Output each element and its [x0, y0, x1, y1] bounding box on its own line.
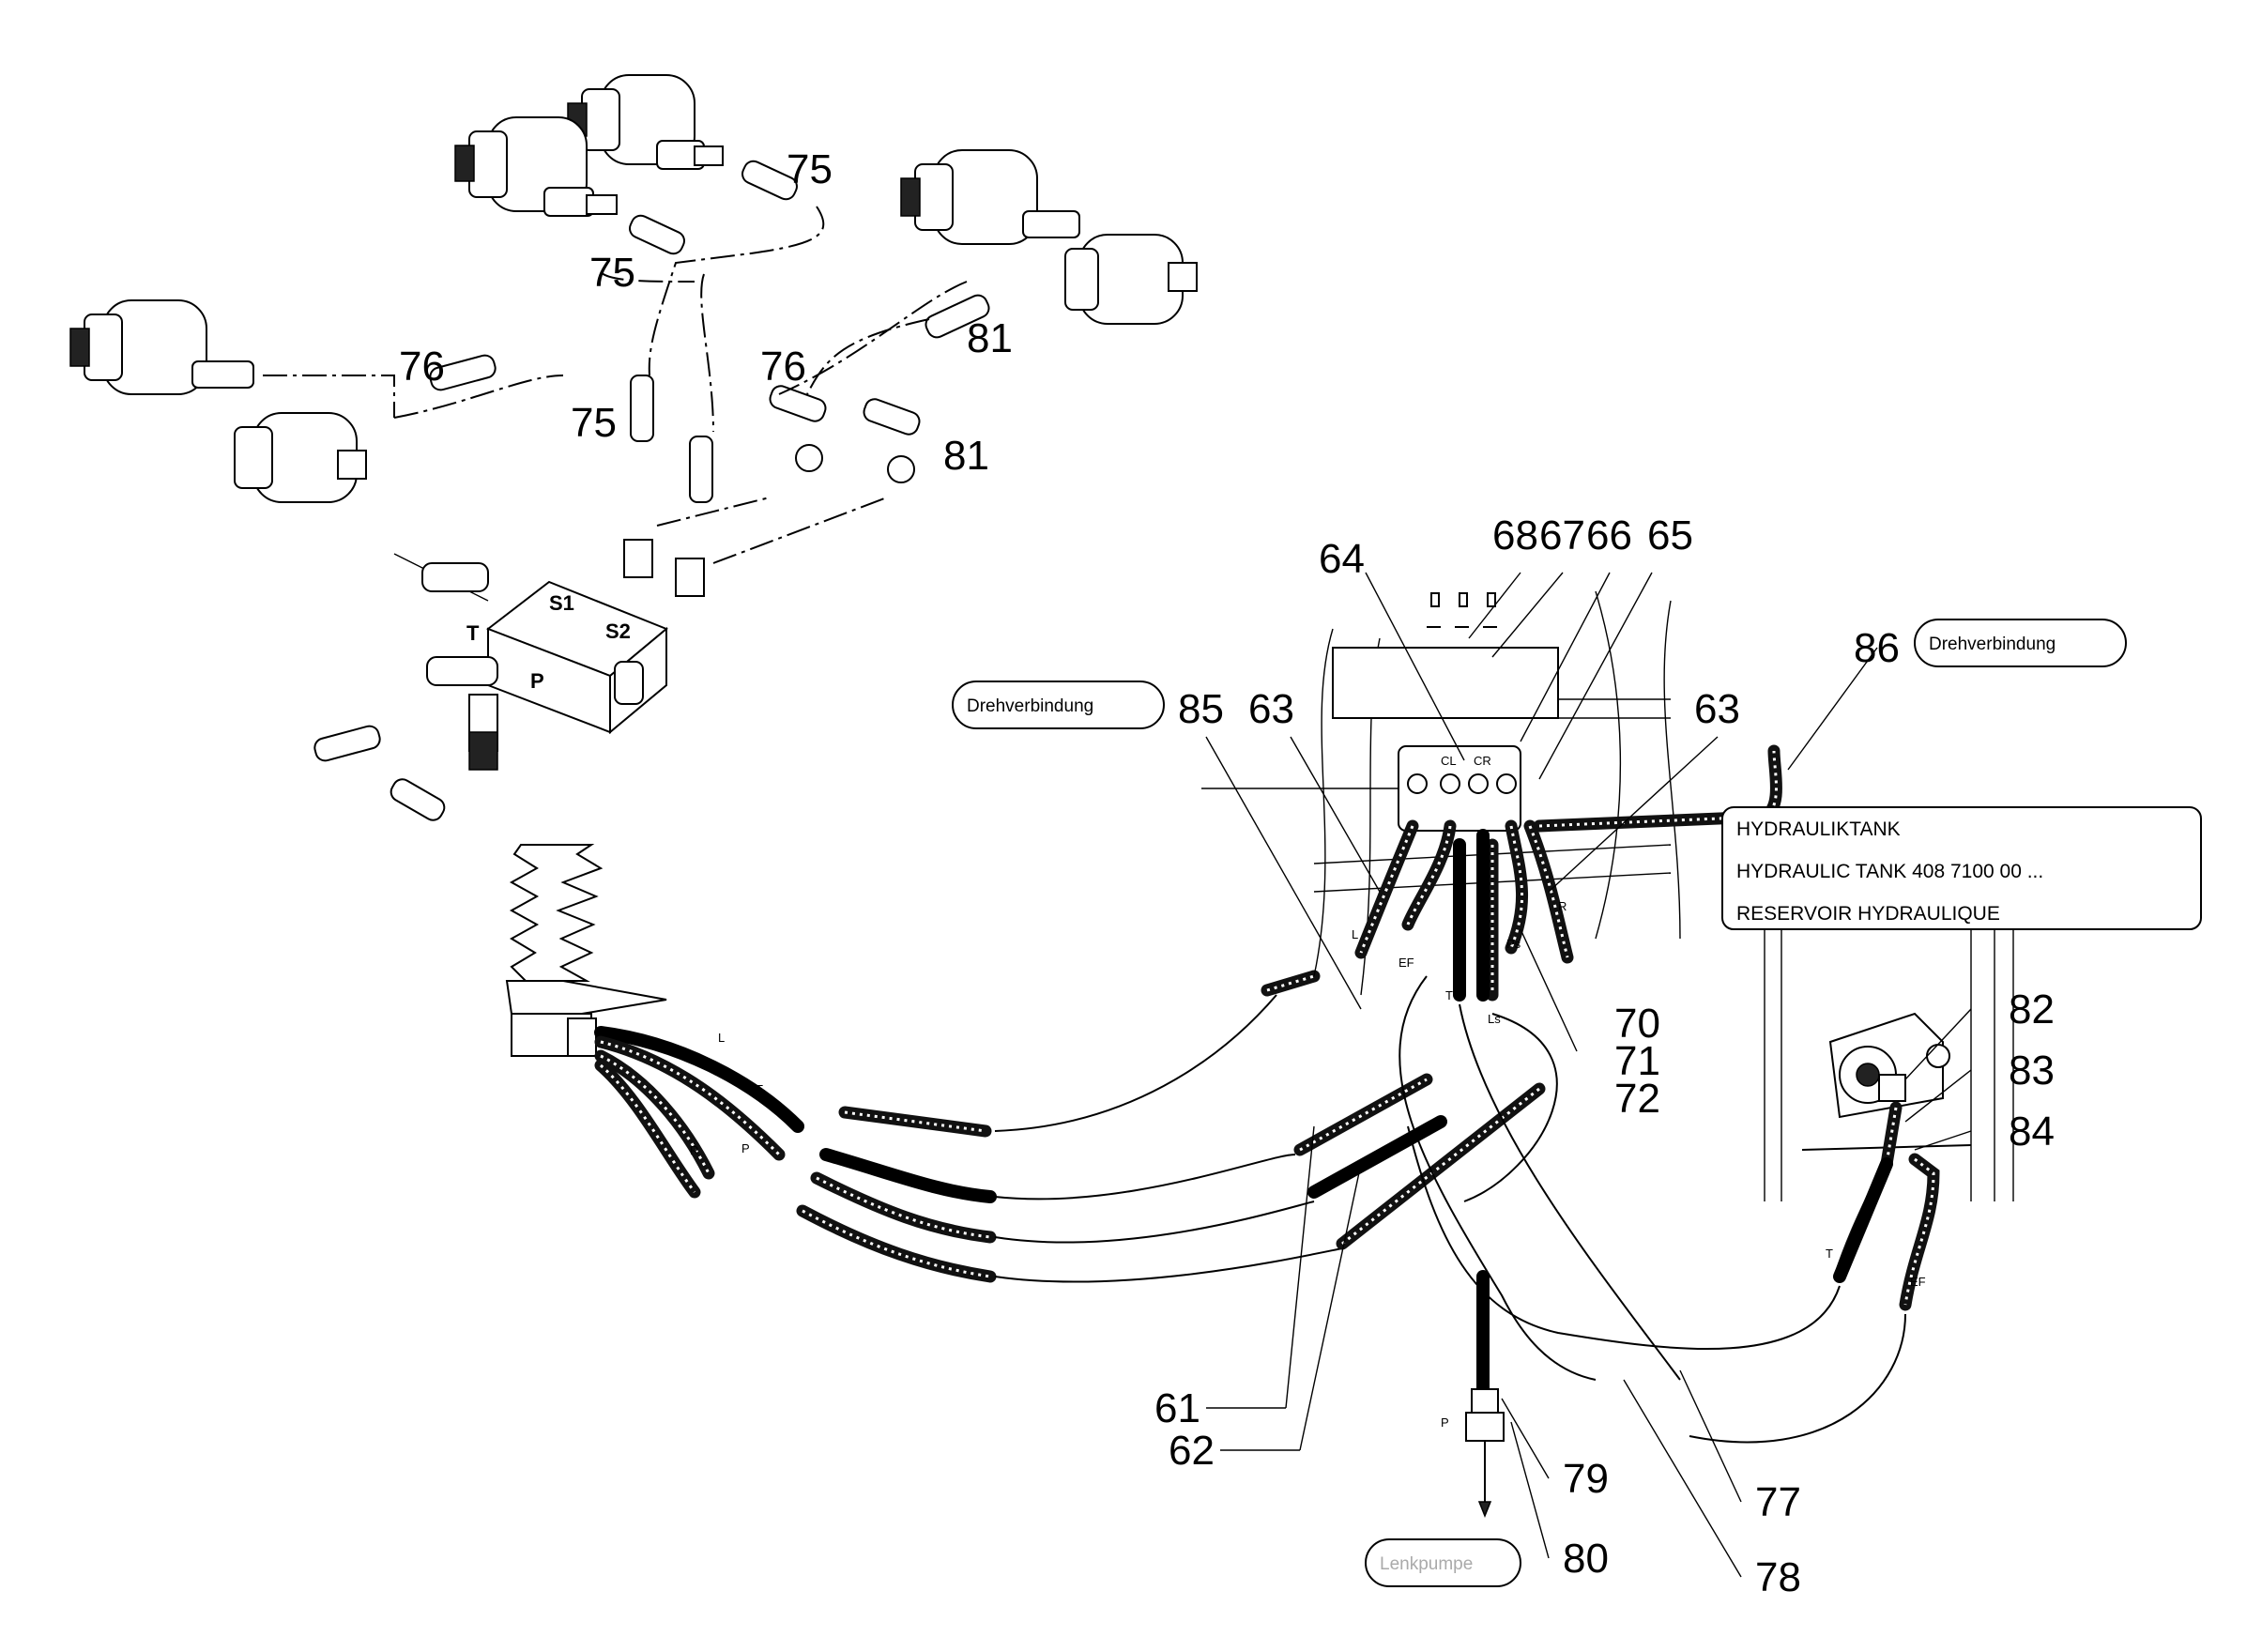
callout-75-a: 75 [787, 146, 833, 192]
callout-71: 71 [1614, 1038, 1660, 1084]
callout-63-left: 63 [1248, 686, 1294, 732]
hose-fittings-top [313, 160, 990, 821]
connection-lines-top [263, 206, 968, 564]
hose-mark-t1: T [756, 1082, 763, 1096]
callout-84: 84 [2009, 1109, 2055, 1155]
tank-label-en: HYDRAULIC TANK 408 7100 00 ... [1736, 861, 2043, 882]
tank-label-de: HYDRAULIKTANK [1736, 818, 1901, 840]
port-t: T [466, 621, 480, 645]
callout-83: 83 [2009, 1048, 2055, 1094]
hose-mark-ef2: EF [1910, 1275, 1926, 1289]
hose-mark-p2: P [1441, 1415, 1449, 1430]
port-p: P [530, 669, 544, 693]
hose-mark-t3: T [1826, 1247, 1833, 1261]
leader-lines [1205, 572, 1972, 1578]
rotary-joint: CL CR L EF T Ls Ps R [1201, 590, 1782, 1381]
callout-75-c: 75 [571, 400, 617, 446]
callout-70: 70 [1614, 1001, 1660, 1047]
bellows-pedal [505, 844, 667, 1057]
wheel-motor-top-middle [567, 74, 724, 170]
hose-mark-p1: P [741, 1141, 750, 1155]
tank-label-fr: RESERVOIR HYDRAULIQUE [1736, 903, 2000, 925]
callout-61: 61 [1154, 1385, 1200, 1431]
hose-mark-l1: L [718, 1031, 725, 1045]
callout-66: 66 [1586, 512, 1632, 558]
callout-77: 77 [1755, 1479, 1801, 1525]
callout-63-right: 63 [1694, 686, 1740, 732]
callout-numbers: 75 75 76 75 76 81 81 64 68 67 66 65 85 6… [399, 146, 2055, 1600]
callout-75-b: 75 [589, 250, 635, 296]
callout-85: 85 [1178, 686, 1224, 732]
steering-pump-line: P Lenkpumpe [1365, 1270, 1521, 1587]
hose-mark-l2: L [1352, 927, 1358, 941]
callout-76-a: 76 [399, 344, 445, 390]
port-cl: CL [1441, 754, 1457, 768]
pedal-hose-marks: L T R P [690, 1031, 763, 1157]
callout-76-b: 76 [760, 344, 806, 390]
hose-mark-t2: T [1445, 988, 1453, 1002]
hose-mark-ps: Ps [1506, 937, 1521, 951]
callout-68: 68 [1492, 512, 1538, 558]
callout-62: 62 [1169, 1428, 1215, 1474]
callout-86: 86 [1854, 625, 1900, 671]
callout-72: 72 [1614, 1076, 1660, 1122]
wheel-motor-right-pair [900, 149, 1198, 325]
hose-mark-ef1: EF [1398, 956, 1414, 970]
callout-67: 67 [1539, 512, 1585, 558]
drehverbindung-label-right: Drehverbindung [1914, 619, 2127, 667]
callout-80: 80 [1563, 1536, 1609, 1582]
hydraulic-tank: T EF HYDRAULIKTANK HYDRAULIC TANK 408 71… [1407, 806, 2202, 1444]
callout-78: 78 [1755, 1554, 1801, 1600]
wheel-motor-left-pair [69, 299, 367, 503]
callout-79: 79 [1563, 1456, 1609, 1502]
valve-block: S1 S2 T P [393, 539, 705, 771]
port-s1: S1 [549, 591, 574, 615]
port-cr: CR [1474, 754, 1491, 768]
hose-mark-r1: R [690, 1143, 698, 1157]
callout-65: 65 [1647, 512, 1693, 558]
wheel-motor-top-left [454, 116, 618, 217]
hose-mark-r2: R [1558, 899, 1567, 913]
port-s2: S2 [605, 620, 631, 643]
callout-82: 82 [2009, 987, 2055, 1032]
callout-81-a: 81 [967, 315, 1013, 361]
hose-bundle [594, 970, 1546, 1283]
lenkpumpe-label: Lenkpumpe [1380, 1554, 1473, 1574]
svg-text:Drehverbindung: Drehverbindung [967, 696, 1093, 716]
callout-64: 64 [1319, 536, 1365, 582]
svg-text:Drehverbindung: Drehverbindung [1929, 635, 2056, 654]
drehverbindung-label-left: Drehverbindung [952, 681, 1165, 729]
callout-81-b: 81 [943, 433, 989, 479]
